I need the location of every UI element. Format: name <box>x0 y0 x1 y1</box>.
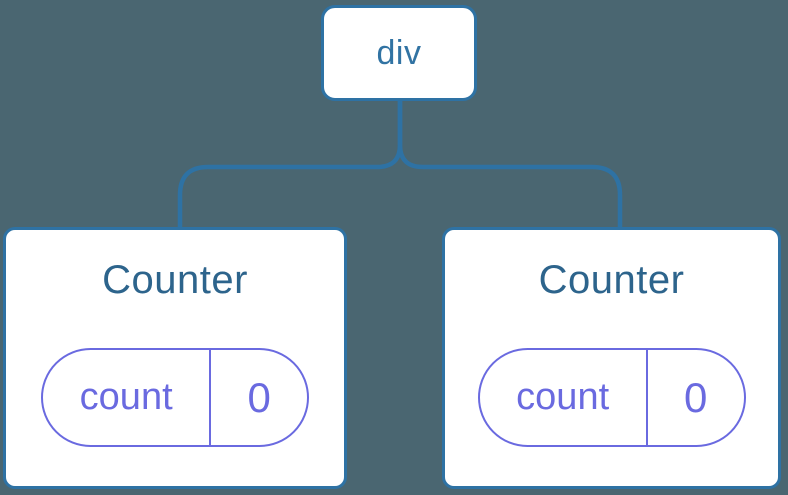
connector-right-branch <box>397 98 623 230</box>
node-div: div <box>321 5 477 101</box>
connector-left-branch <box>177 98 403 230</box>
counter-card-right: Counter count 0 <box>442 227 781 489</box>
state-pill-divider <box>209 350 212 445</box>
state-key-label: count <box>516 376 610 418</box>
node-div-label: div <box>376 33 422 72</box>
state-value: 0 <box>683 373 708 421</box>
state-pill: count 0 <box>41 348 309 447</box>
state-value: 0 <box>247 373 271 421</box>
component-name: Counter <box>538 258 685 302</box>
component-name: Counter <box>102 258 248 302</box>
state-key-label: count <box>79 376 173 418</box>
state-pill: count 0 <box>477 348 746 447</box>
state-pill-divider <box>645 350 648 445</box>
counter-card-left: Counter count 0 <box>3 227 347 489</box>
